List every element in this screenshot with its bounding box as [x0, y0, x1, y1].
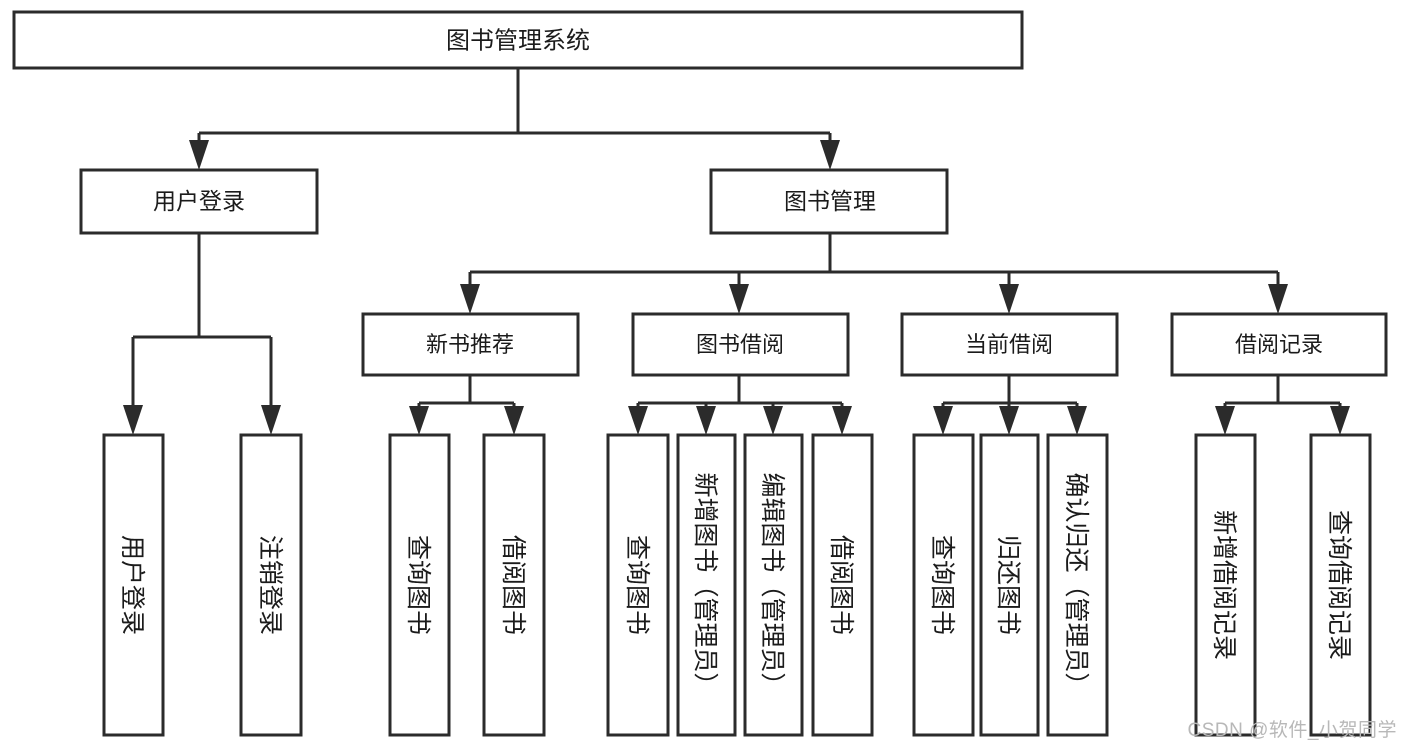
node-current-borrow-label: 当前借阅 — [965, 332, 1053, 357]
arrowhead-leaf-user-login — [123, 405, 143, 435]
leaf-user-logout[interactable]: 注销登录 — [239, 433, 303, 737]
arrowhead-leaf-query-book-2 — [628, 406, 648, 435]
node-current-borrow[interactable]: 当前借阅 — [900, 312, 1119, 377]
node-new-book-rec-box[interactable] — [361, 312, 580, 377]
csdn-watermark: CSDN @软件_小贺同学 — [1187, 720, 1397, 741]
arrowhead-book-borrow — [729, 284, 749, 314]
leaf-query-book-2[interactable]: 查询图书 — [606, 433, 670, 737]
leaf-return-book-box[interactable] — [979, 433, 1040, 737]
leaf-query-book-2-box[interactable] — [606, 433, 670, 737]
leaf-edit-book-label: 编辑图书（管理员） — [758, 472, 786, 697]
leaf-user-logout-label: 注销登录 — [256, 535, 284, 635]
leaf-query-record[interactable]: 查询借阅记录 — [1309, 433, 1372, 737]
leaf-query-book-3-box[interactable] — [912, 433, 975, 737]
arrowhead-current-borrow — [999, 284, 1019, 314]
arrowhead-leaf-confirm-return — [1067, 406, 1087, 435]
node-book-manage-label: 图书管理 — [784, 188, 876, 214]
leaf-query-book-1-box[interactable] — [388, 433, 451, 737]
leaf-user-logout-box[interactable] — [239, 433, 303, 737]
node-user-login[interactable]: 用户登录 — [79, 168, 319, 235]
leaf-user-login-box[interactable] — [102, 433, 165, 737]
arrowhead-leaf-return-book — [999, 406, 1019, 435]
node-user-login-label: 用户登录 — [153, 188, 245, 214]
leaf-borrow-book-1-label: 借阅图书 — [499, 535, 527, 635]
node-book-borrow[interactable]: 图书借阅 — [631, 312, 850, 377]
leaf-query-book-2-label: 查询图书 — [623, 535, 651, 635]
leaf-edit-book-box[interactable] — [743, 433, 804, 737]
node-borrow-record[interactable]: 借阅记录 — [1170, 312, 1388, 377]
leaf-return-book-label: 归还图书 — [994, 535, 1022, 635]
node-current-borrow-box[interactable] — [900, 312, 1119, 377]
arrowhead-leaf-query-record — [1330, 406, 1350, 435]
leaf-confirm-return-label: 确认归还（管理员） — [1062, 472, 1090, 697]
node-root-box[interactable] — [12, 10, 1024, 70]
leaf-user-login[interactable]: 用户登录 — [102, 433, 165, 737]
arrowhead-leaf-add-book — [696, 406, 716, 435]
arrowhead-leaf-add-record — [1215, 406, 1235, 435]
arrowhead-book-manage — [820, 140, 840, 170]
leaf-add-record[interactable]: 新增借阅记录 — [1194, 433, 1257, 737]
leaf-add-book-box[interactable] — [676, 433, 737, 737]
arrowhead-user-login — [189, 140, 209, 170]
leaf-borrow-book-1[interactable]: 借阅图书 — [482, 433, 546, 737]
leaf-add-record-label: 新增借阅记录 — [1210, 510, 1238, 660]
node-root[interactable]: 图书管理系统 — [12, 10, 1024, 70]
leaf-borrow-book-2-box[interactable] — [811, 433, 874, 737]
arrowhead-leaf-borrow-book-1 — [504, 406, 524, 435]
leaf-return-book[interactable]: 归还图书 — [979, 433, 1040, 737]
leaf-borrow-book-1-box[interactable] — [482, 433, 546, 737]
node-new-book-rec-label: 新书推荐 — [426, 332, 514, 357]
leaf-add-book[interactable]: 新增图书（管理员） — [676, 433, 737, 737]
leaf-add-book-label: 新增图书（管理员） — [691, 472, 719, 697]
leaf-user-login-label: 用户登录 — [118, 535, 146, 635]
arrowhead-leaf-borrow-book-2 — [832, 406, 852, 435]
node-book-borrow-box[interactable] — [631, 312, 850, 377]
arrowhead-leaf-query-book-1 — [409, 406, 429, 435]
connectors — [123, 68, 1350, 435]
node-borrow-record-label: 借阅记录 — [1235, 332, 1323, 357]
node-root-label: 图书管理系统 — [446, 27, 590, 54]
node-book-manage-box[interactable] — [709, 168, 949, 235]
arrowhead-leaf-query-book-3 — [933, 406, 953, 435]
leaf-query-book-1[interactable]: 查询图书 — [388, 433, 451, 737]
leaf-confirm-return-box[interactable] — [1046, 433, 1109, 737]
leaf-query-book-3[interactable]: 查询图书 — [912, 433, 975, 737]
leaf-query-book-3-label: 查询图书 — [928, 535, 956, 635]
leaf-query-record-box[interactable] — [1309, 433, 1372, 737]
arrowhead-new-book-rec — [460, 284, 480, 314]
leaf-query-book-1-label: 查询图书 — [404, 535, 432, 635]
node-new-book-rec[interactable]: 新书推荐 — [361, 312, 580, 377]
arrowhead-borrow-record — [1268, 284, 1288, 314]
leaf-borrow-book-2[interactable]: 借阅图书 — [811, 433, 874, 737]
node-user-login-box[interactable] — [79, 168, 319, 235]
arrowhead-leaf-user-logout — [261, 405, 281, 435]
node-book-manage[interactable]: 图书管理 — [709, 168, 949, 235]
node-book-borrow-label: 图书借阅 — [696, 332, 784, 357]
leaf-borrow-book-2-label: 借阅图书 — [827, 535, 855, 635]
arrowhead-leaf-edit-book — [763, 406, 783, 435]
leaf-query-record-label: 查询借阅记录 — [1325, 510, 1353, 660]
leaf-edit-book[interactable]: 编辑图书（管理员） — [743, 433, 804, 737]
leaf-confirm-return[interactable]: 确认归还（管理员） — [1046, 433, 1109, 737]
leaf-add-record-box[interactable] — [1194, 433, 1257, 737]
node-borrow-record-box[interactable] — [1170, 312, 1388, 377]
